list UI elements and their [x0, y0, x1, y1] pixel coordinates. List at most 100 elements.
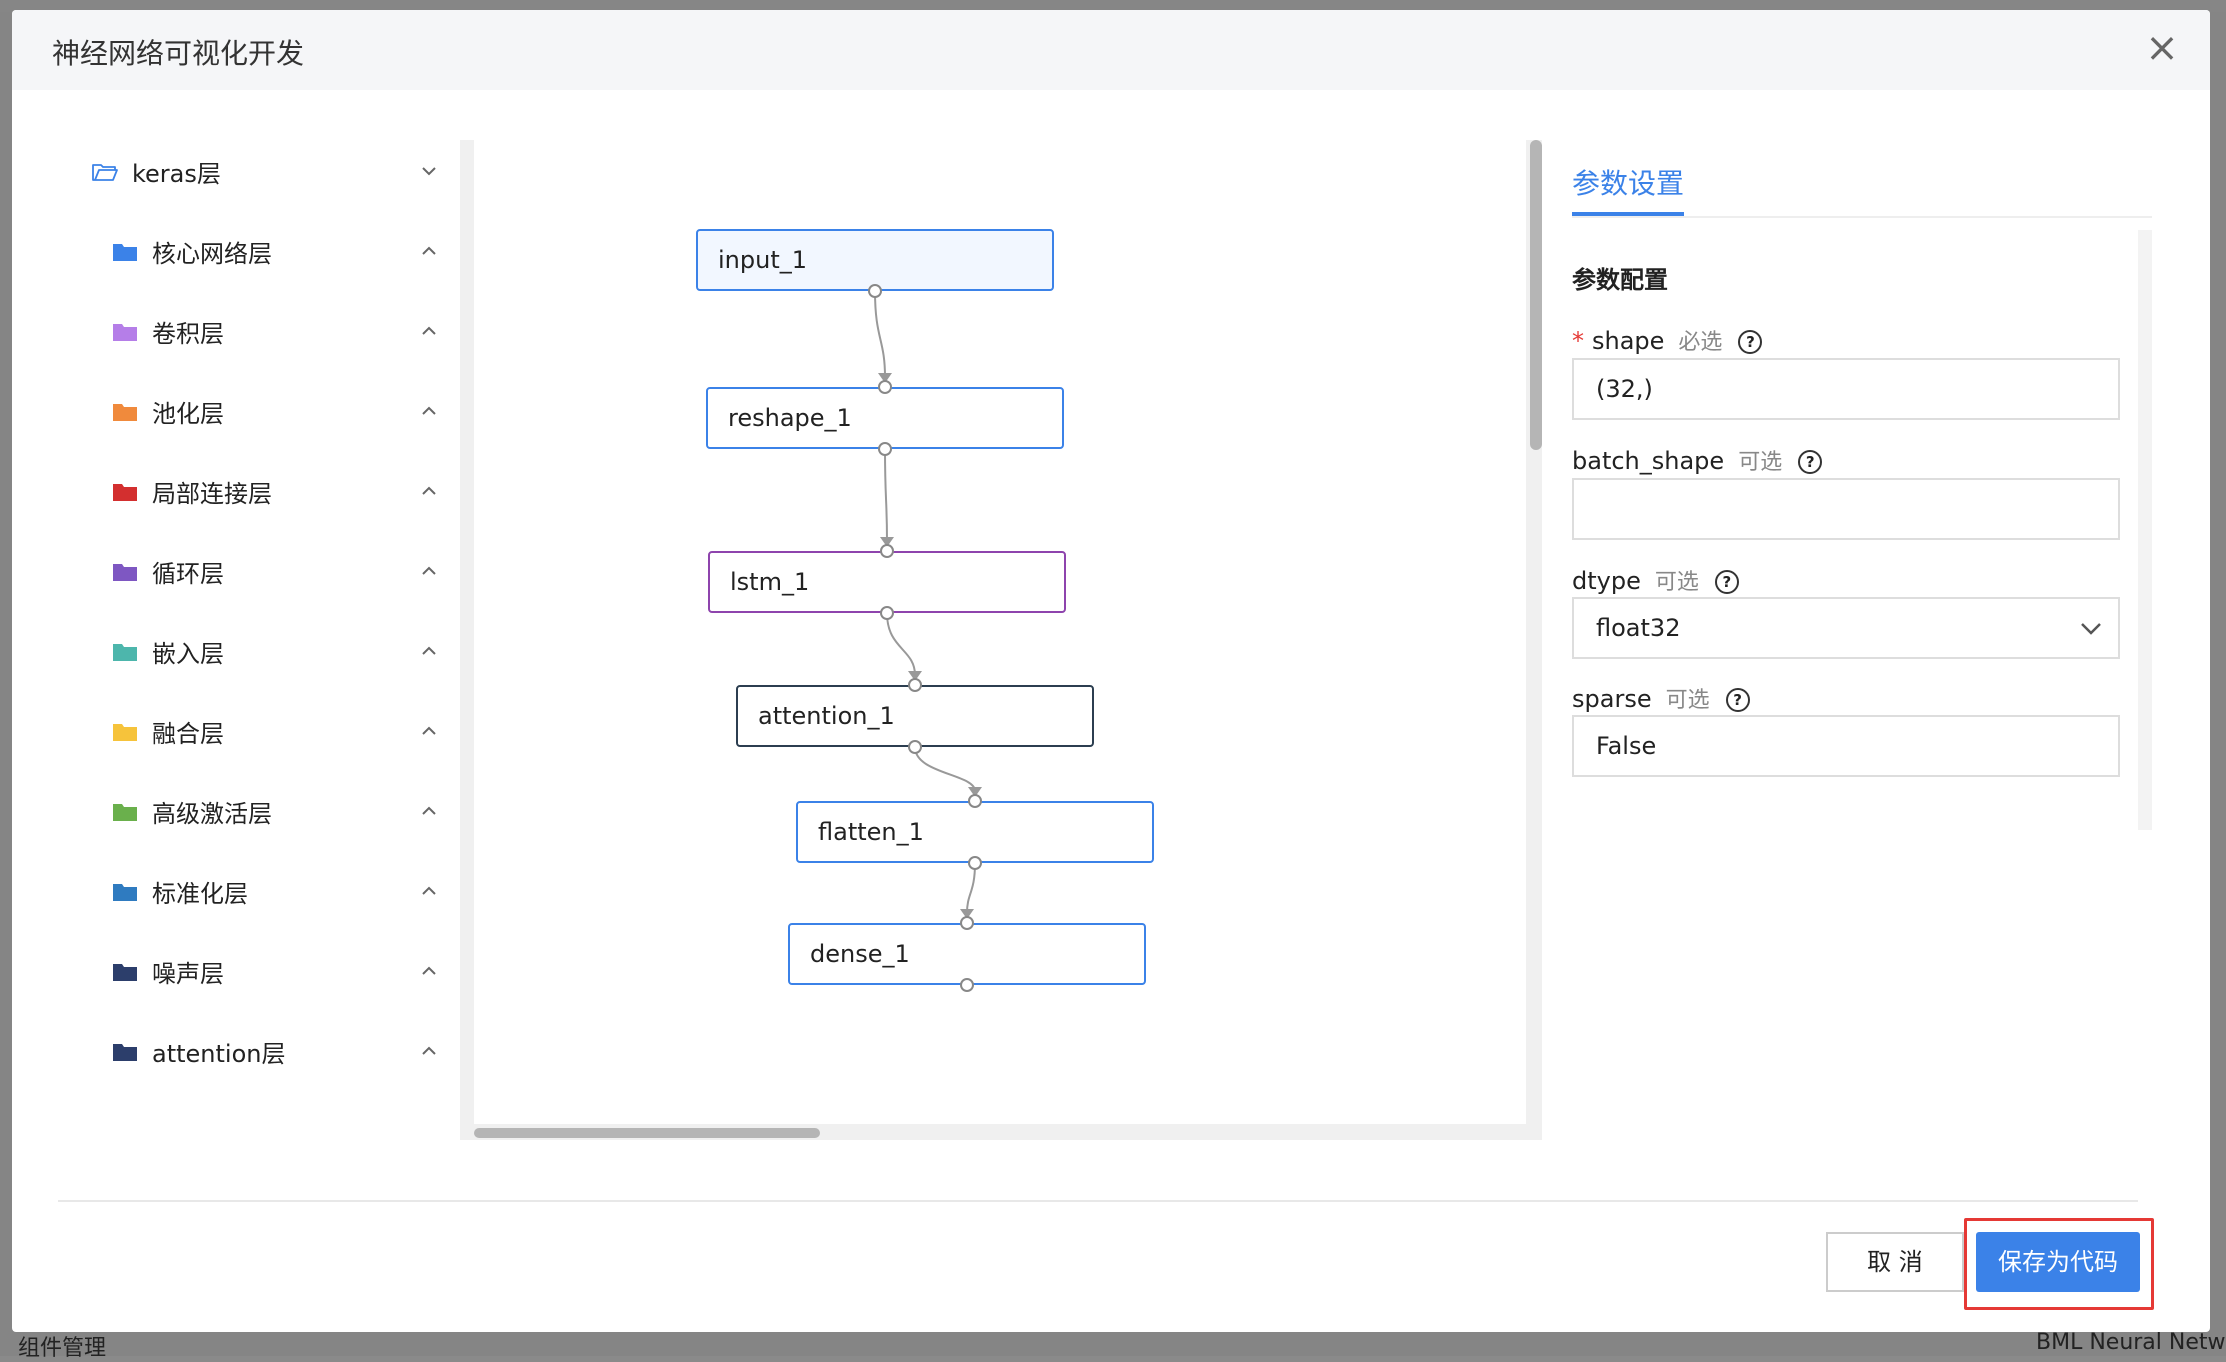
help-icon[interactable]: ?	[1798, 450, 1823, 474]
chevron-up-icon	[422, 806, 436, 815]
graph-node[interactable]: lstm_1	[708, 551, 1066, 613]
input-port[interactable]	[880, 544, 894, 558]
field-label-shape: * shape 必选?	[1572, 324, 1763, 356]
field-name: sparse	[1572, 685, 1652, 713]
input-port[interactable]	[960, 916, 974, 930]
folder-icon	[113, 804, 137, 821]
sidebar-item-label: 核心网络层	[152, 240, 272, 268]
output-port[interactable]	[878, 442, 892, 456]
help-icon[interactable]: ?	[1725, 688, 1750, 712]
sidebar-root-keras[interactable]: keras层	[70, 140, 440, 220]
footer-divider	[58, 1200, 2138, 1202]
folder-icon	[113, 884, 137, 901]
graph-node[interactable]: dense_1	[788, 923, 1146, 985]
field-name: shape	[1592, 327, 1665, 355]
chevron-up-icon	[422, 1046, 436, 1055]
cancel-button[interactable]: 取 消	[1826, 1232, 1964, 1292]
sidebar-item[interactable]: 核心网络层	[70, 220, 440, 300]
chevron-up-icon	[422, 326, 436, 335]
graph-edge	[914, 746, 976, 792]
folder-icon	[113, 244, 137, 261]
chevron-up-icon	[422, 646, 436, 655]
folder-icon	[113, 644, 137, 661]
folder-open-icon	[92, 164, 118, 181]
tab-parameter-settings[interactable]: 参数设置	[1572, 167, 1685, 200]
sidebar-item-label: 融合层	[152, 720, 224, 748]
help-icon[interactable]: ?	[1714, 570, 1739, 594]
save-as-code-button[interactable]: 保存为代码	[1976, 1232, 2140, 1292]
tab-divider	[1572, 216, 2152, 218]
sidebar-root-label: keras层	[132, 160, 221, 188]
graph-node-label: reshape_1	[728, 404, 852, 432]
output-port[interactable]	[960, 978, 974, 992]
sidebar-item[interactable]: 嵌入层	[70, 620, 440, 700]
edge-arrow	[878, 373, 892, 383]
help-icon[interactable]: ?	[1738, 330, 1763, 354]
panel-scrollbar[interactable]	[2138, 230, 2152, 830]
background-bottom-right-text: BML Neural Netw	[2036, 1330, 2226, 1355]
dtype-value: float32	[1596, 614, 1681, 642]
batch-shape-input[interactable]	[1572, 478, 2120, 540]
field-hint: 可选	[1665, 688, 1710, 713]
folder-icon	[113, 1044, 137, 1061]
chevron-up-icon	[422, 246, 436, 255]
tab-underline	[1572, 212, 1684, 216]
graph-node[interactable]: input_1	[696, 229, 1054, 291]
section-title: 参数配置	[1572, 266, 1668, 294]
sidebar-item-label: 卷积层	[152, 320, 224, 348]
chevron-up-icon	[422, 566, 436, 575]
sidebar-item[interactable]: 局部连接层	[70, 460, 440, 540]
graph-node[interactable]: flatten_1	[796, 801, 1154, 863]
sidebar-item-label: 标准化层	[152, 880, 248, 908]
shape-input[interactable]: (32,)	[1572, 358, 2120, 420]
input-port[interactable]	[878, 380, 892, 394]
folder-icon	[113, 724, 137, 741]
edge-arrow	[880, 537, 894, 547]
output-port[interactable]	[908, 740, 922, 754]
field-hint: 可选	[1738, 450, 1783, 475]
graph-edge	[886, 612, 916, 676]
close-icon[interactable]: ×	[2145, 25, 2179, 71]
dialog-title: 神经网络可视化开发	[52, 37, 305, 70]
folder-icon	[113, 324, 137, 341]
chevron-up-icon	[422, 886, 436, 895]
canvas-vertical-scrollbar[interactable]	[1530, 140, 1542, 450]
sidebar-item[interactable]: attention层	[70, 1020, 440, 1100]
folder-icon	[113, 564, 137, 581]
required-mark: *	[1572, 327, 1584, 355]
sidebar-item[interactable]: 池化层	[70, 380, 440, 460]
sidebar-item-label: attention层	[152, 1040, 286, 1068]
graph-node-label: attention_1	[758, 702, 895, 730]
output-port[interactable]	[880, 606, 894, 620]
sidebar-item-label: 嵌入层	[152, 640, 224, 668]
sidebar-item-label: 噪声层	[152, 960, 224, 988]
graph-node-label: lstm_1	[730, 568, 810, 596]
canvas-horizontal-scrollbar[interactable]	[474, 1128, 820, 1138]
sparse-input[interactable]: False	[1572, 715, 2120, 777]
folder-icon	[113, 484, 137, 501]
input-port[interactable]	[968, 794, 982, 808]
field-hint: 必选	[1678, 330, 1723, 355]
sidebar-item[interactable]: 高级激活层	[70, 780, 440, 860]
graph-node[interactable]: attention_1	[736, 685, 1094, 747]
background-top-bar	[0, 0, 2226, 12]
dtype-select[interactable]: float32	[1572, 597, 2120, 659]
sidebar-item-label: 高级激活层	[152, 800, 272, 828]
field-label-sparse: sparse 可选?	[1572, 682, 1750, 714]
sidebar-item[interactable]: 标准化层	[70, 860, 440, 940]
sidebar-item[interactable]: 卷积层	[70, 300, 440, 380]
sidebar-item[interactable]: 循环层	[70, 540, 440, 620]
output-port[interactable]	[968, 856, 982, 870]
field-hint: 可选	[1654, 570, 1699, 595]
chevron-down-icon	[2081, 623, 2101, 635]
sidebar-item[interactable]: 融合层	[70, 700, 440, 780]
input-port[interactable]	[908, 678, 922, 692]
output-port[interactable]	[868, 284, 882, 298]
graph-node-label: input_1	[718, 246, 808, 274]
graph-node-label: flatten_1	[818, 818, 924, 846]
graph-node[interactable]: reshape_1	[706, 387, 1064, 449]
sidebar-item[interactable]: 噪声层	[70, 940, 440, 1020]
